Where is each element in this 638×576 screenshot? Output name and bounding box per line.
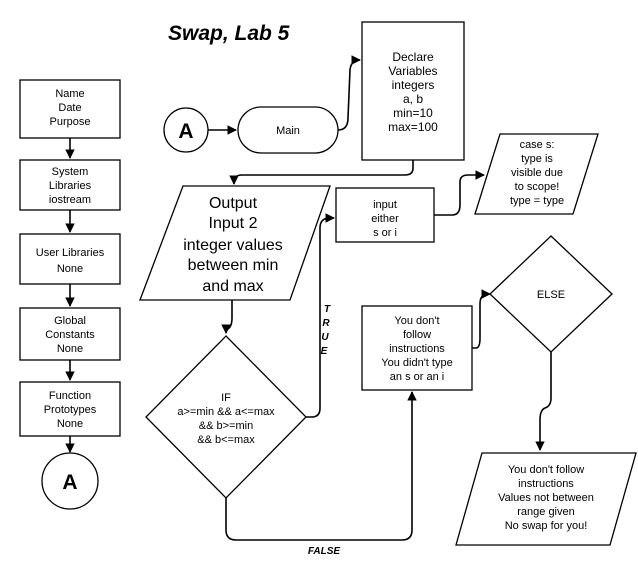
decision-line: a>=min && a<=max <box>177 406 275 418</box>
connector-label: A <box>178 120 193 143</box>
user-libraries-box <box>19 233 121 285</box>
box-line: You didn't type <box>381 357 452 369</box>
connector-a-end <box>41 452 99 510</box>
box-line: an s or an i <box>390 371 444 383</box>
box-line: Prototypes <box>44 404 97 416</box>
box-line: Output <box>209 195 258 212</box>
connector-label: A <box>62 471 77 494</box>
box-line: visible due <box>511 167 563 179</box>
box-line: max=100 <box>388 120 438 134</box>
case-s-box <box>474 133 599 215</box>
false-label: FALSE <box>308 546 341 557</box>
box-line: s or i <box>373 227 397 239</box>
box-line: case s: <box>520 139 555 151</box>
arrow <box>472 289 491 349</box>
invalid-range-box <box>455 452 637 546</box>
arrow <box>225 391 417 541</box>
box-line: iostream <box>49 194 91 206</box>
box-line: Purpose <box>50 116 91 128</box>
box-line: Function <box>49 390 91 402</box>
box-line: System <box>52 166 89 178</box>
box-line: to scope! <box>515 181 560 193</box>
box-line: Values not between <box>498 492 594 504</box>
name-date-purpose-box <box>19 79 121 139</box>
box-line: type = type <box>510 195 564 207</box>
box-line: Libraries <box>49 180 92 192</box>
box-line: type is <box>521 153 553 165</box>
arrow <box>337 55 361 131</box>
box-line: Name <box>55 88 84 100</box>
arrow <box>306 213 335 418</box>
box-line: Constants <box>45 329 95 341</box>
box-line: a, b <box>403 92 423 106</box>
box-line: either <box>371 213 399 225</box>
system-libraries-box <box>19 159 121 211</box>
decision-label: ELSE <box>537 289 565 301</box>
true-label: U <box>321 332 329 343</box>
box-line: None <box>57 343 83 355</box>
box-line: range given <box>517 506 575 518</box>
global-constants-box <box>19 307 121 361</box>
box-line: None <box>57 263 83 275</box>
left-column: Name Date Purpose System Libraries iostr… <box>19 79 121 510</box>
box-line: User Libraries <box>36 247 105 259</box>
box-line: None <box>57 418 83 430</box>
box-line: instructions <box>389 343 445 355</box>
decision-line: && b<=max <box>197 434 255 446</box>
box-line: You don't <box>394 315 439 327</box>
box-line: Input 2 <box>209 215 258 232</box>
box-line: You don't follow <box>508 464 584 476</box>
decision-line: && b>=min <box>199 420 253 432</box>
box-line: No swap for you! <box>505 520 588 532</box>
box-line: Global <box>54 315 86 327</box>
arrow <box>229 160 414 185</box>
box-line: between min <box>188 257 279 274</box>
box-line: input <box>373 199 397 211</box>
output-input-box <box>139 185 331 301</box>
function-prototypes-box <box>19 381 121 437</box>
page-title: Swap, Lab 5 <box>168 22 290 45</box>
box-line: integers <box>392 78 435 92</box>
arrow <box>535 352 552 451</box>
box-line: Date <box>58 102 81 114</box>
arrow <box>221 300 233 334</box>
true-label: T <box>324 304 331 315</box>
invalid-type-box <box>361 305 473 391</box>
terminal-label: Main <box>276 125 300 137</box>
true-label: E <box>321 346 328 357</box>
box-line: and max <box>202 278 263 295</box>
arrow <box>434 170 485 216</box>
decision-line: IF <box>221 392 231 404</box>
box-line: min=10 <box>393 106 433 120</box>
input-either-box <box>335 187 435 243</box>
box-line: follow <box>403 329 431 341</box>
box-line: Declare <box>392 50 434 64</box>
box-line: instructions <box>518 478 574 490</box>
box-line: integer values <box>183 237 283 254</box>
true-label: R <box>322 318 330 329</box>
box-line: Variables <box>388 64 437 78</box>
